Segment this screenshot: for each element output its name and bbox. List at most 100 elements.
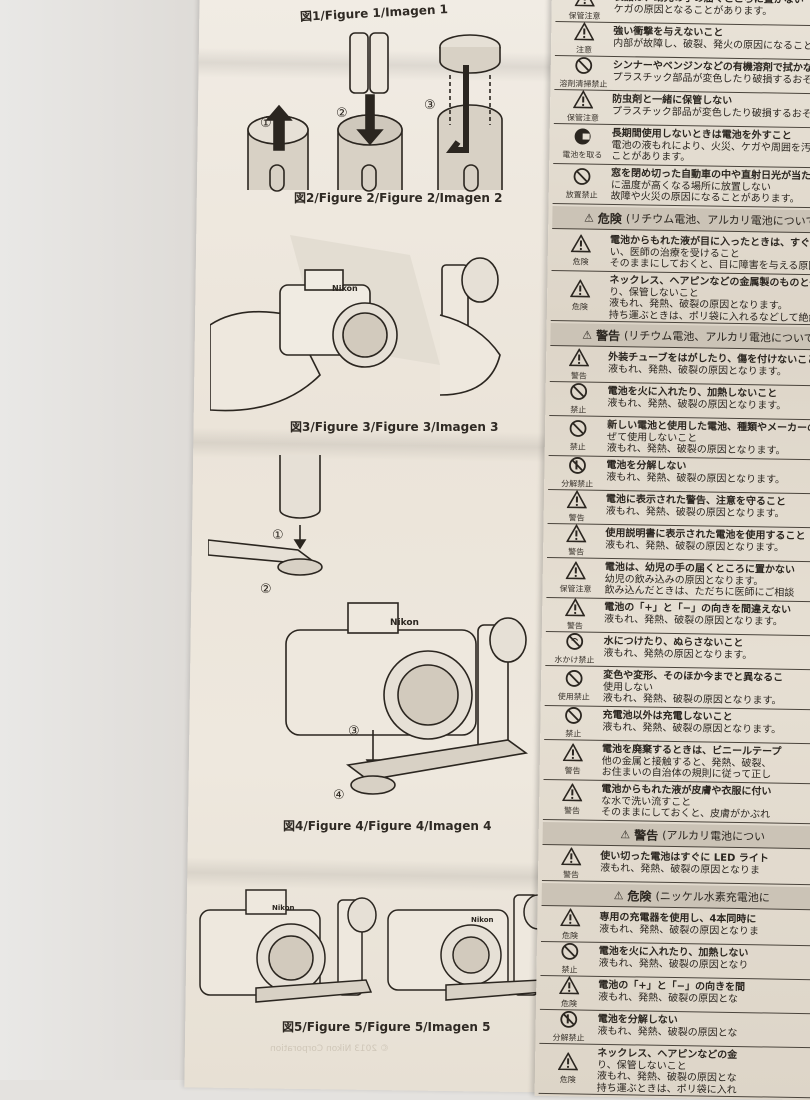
- warning-icon: [568, 347, 590, 370]
- safety-line: 故障や火災の原因になることがあります。: [610, 190, 800, 205]
- safety-item: 警告電池の「+」と「−」の向きを間違えない液もれ、発熱、破裂の原因となります。: [545, 597, 810, 637]
- nikon-logo-text: Nikon: [390, 618, 419, 628]
- safety-text: 充電池以外は充電しないこと液もれ、発熱、破裂の原因となります。: [602, 707, 810, 744]
- step-1-label: ①: [272, 528, 284, 543]
- warning-icon: ⚠: [583, 211, 594, 225]
- safety-text: 電池を火に入れたり、加熱しないこと液もれ、発熱、破裂の原因となります。: [607, 383, 810, 420]
- background-wall: [0, 0, 200, 1080]
- icon-label: 注意: [575, 45, 593, 55]
- safety-item: 使用禁止変色や変形、そのほか今までと異なるこ使用しない液もれ、発熱、破裂の原因と…: [544, 665, 810, 711]
- icon-label: 禁止: [570, 405, 587, 415]
- prohibited-icon: [564, 669, 584, 691]
- safety-text: 電池からもれた液が目に入ったときは、すぐにきれい、医師の治療を受けることそのまま…: [610, 232, 810, 275]
- warning-icon: [561, 782, 583, 805]
- safety-line: 液もれ、発熱、破裂の原因となります。: [607, 363, 787, 378]
- no-water-icon: [565, 632, 585, 654]
- caption-figure-5: 図5/Figure 5/Figure 5/Imagen 5: [282, 1020, 491, 1034]
- icon-label: 禁止: [561, 965, 578, 975]
- section-title: 警告: [595, 328, 621, 343]
- section-header: ⚠警告(アルカリ電池につい: [542, 821, 810, 850]
- section-header: ⚠危険(リチウム電池、アルカリ電池について): [552, 206, 810, 234]
- safety-item: 保管注意製品は、幼児の手の届くところに置かないケガの原因となることがあります。: [555, 0, 810, 27]
- safety-text: 新しい電池と使用した電池、種類やメーカーのぜて使用しないこと液もれ、発熱、破裂の…: [607, 417, 810, 460]
- warning-icon: [560, 846, 582, 869]
- safety-line: 液もれ、発熱、破裂の原因とな: [597, 1025, 738, 1039]
- safety-item: 危険 電池からもれた液が目に入ったときは、すぐにきれい、医師の治療を受けることその…: [551, 231, 810, 276]
- section-note: (アルカリ電池につい: [662, 828, 766, 844]
- safety-text: 製品は、幼児の手の届くところに置かないケガの原因となることがあります。: [613, 0, 810, 26]
- figure-4-bracket-mounting: ① ② Nikon ③ ④: [208, 455, 538, 810]
- safety-text: 電池を廃棄するときは、ビニールテープ他の金属と接触すると、発熱、破裂、お住まいの…: [602, 741, 810, 784]
- safety-line: 液もれ、発熱、破裂の原因となります。: [606, 442, 786, 457]
- safety-text: 電池の「+」と「−」の向きを間液もれ、発熱、破裂の原因とな: [598, 977, 810, 1014]
- safety-icon-block: 保管注意: [554, 89, 613, 124]
- safety-text: シンナーやベンジンなどの有機溶剤で拭かないプラスチック部品が変色したり破損するお…: [612, 57, 810, 94]
- step-3-label: ③: [348, 724, 360, 739]
- no-disassembly-icon: [559, 1010, 579, 1032]
- icon-label: 分解禁止: [552, 1033, 585, 1043]
- section-title: 危険: [597, 211, 622, 226]
- icon-label: 保管注意: [559, 584, 592, 594]
- no-disassembly-icon: [567, 456, 587, 478]
- safety-icon-block: 警告: [550, 347, 609, 382]
- nikon-logo-text: Nikon: [471, 916, 494, 924]
- safety-item: 分解禁止電池を分解しない液もれ、発熱、破裂の原因となります。: [548, 456, 810, 495]
- safety-text: ネックレス、ヘアピンなどの金属製のものと一緒り、保管しないこと液もれ、発熱、破裂…: [609, 272, 810, 325]
- safety-icon-block: 危険: [540, 975, 599, 1010]
- prohibited-icon: [572, 167, 592, 189]
- icon-label: 危険: [562, 931, 579, 941]
- safety-item: 注意 強い衝撃を与えないこと内部が故障し、破裂、発火の原因になることがあります。: [554, 21, 810, 61]
- safety-line: 液もれ、発熱、破裂の原因となり: [598, 957, 749, 971]
- safety-icon-block: 禁止: [549, 416, 608, 456]
- prohibited-icon: [560, 942, 580, 964]
- step-4-label: ④: [333, 788, 345, 803]
- icon-label: 危険: [559, 1075, 576, 1085]
- prohibited-icon: [563, 706, 583, 728]
- safety-precautions-panel: 保管注意製品は、幼児の手の届くところに置かないケガの原因となることがあります。注…: [534, 0, 810, 1100]
- safety-icon-block: 禁止: [544, 706, 603, 740]
- icon-label: 放置禁止: [565, 190, 598, 200]
- safety-item: 分解禁止 電池を分解しない液もれ、発熱、破裂の原因とな: [539, 1009, 810, 1049]
- safety-line: 内部が故障し、破裂、発火の原因になることがあります。: [613, 37, 810, 53]
- safety-icon-block: 使用禁止: [545, 666, 604, 706]
- safety-icon-block: 危険: [552, 231, 611, 271]
- figure-2-battery-insertion: ① ② ③: [238, 25, 518, 195]
- safety-icon-block: 放置禁止: [553, 164, 612, 204]
- figure-5-camera-setups: Nikon Nikon: [196, 880, 556, 1010]
- safety-text: 電池を分解しない液もれ、発熱、破裂の原因とな: [597, 1011, 810, 1048]
- warning-icon: [574, 0, 596, 11]
- warning-icon: [564, 597, 586, 620]
- section-title: 危険: [627, 888, 652, 904]
- safety-line: 液もれ、発熱の原因となります。: [603, 647, 753, 661]
- section-note: (ニッケル水素充電池に: [655, 889, 770, 905]
- safety-icon-block: 保管注意: [555, 0, 614, 22]
- icon-label: 危険: [572, 257, 589, 267]
- safety-item: 警告外装チューブをはがしたり、傷を付けないこと液もれ、発熱、破裂の原因となります…: [549, 347, 810, 387]
- safety-icon-block: 警告: [546, 597, 605, 632]
- safety-icon-block: 溶剤清掃禁止: [554, 56, 613, 90]
- safety-item: 保管注意電池は、幼児の手の届くところに置かない幼児の飲み込みの原因となります。飲…: [546, 557, 810, 603]
- safety-line: 液もれ、発熱、破裂の原因となりま: [599, 923, 760, 937]
- warning-icon: [569, 278, 591, 301]
- step-2-label: ②: [260, 582, 272, 597]
- icon-label: 危険: [571, 302, 589, 312]
- warning-icon: [557, 1051, 579, 1074]
- warning-icon: [562, 742, 584, 765]
- safety-icon-block: 危険: [551, 271, 610, 321]
- safety-item: 警告電池に表示された警告、注意を守ること液もれ、発熱、破裂の原因となります。: [547, 489, 810, 529]
- prohibited-icon: [568, 419, 588, 441]
- safety-text: 強い衝撃を与えないこと内部が故障し、破裂、発火の原因になることがあります。: [613, 23, 810, 60]
- safety-line: 持ち運ぶときは、ポリ袋に入れるなどして絶縁し: [608, 309, 810, 324]
- safety-text: ネックレス、ヘアピンなどの金り、保管しないこと液もれ、発熱、破裂の原因とな持ち運…: [597, 1045, 810, 1098]
- safety-line: そのままにしておくと、目に障害を与える原因とな: [609, 257, 810, 273]
- safety-line: 液もれ、発熱、破裂の原因となります。: [602, 721, 782, 736]
- icon-label: 警告: [563, 806, 581, 816]
- icon-label: 警告: [564, 766, 581, 776]
- safety-item: 禁止電池を火に入れたり、加熱しない液もれ、発熱、破裂の原因となり: [540, 941, 810, 981]
- safety-text: 長期間使用しないときは電池を外すこと電池の液もれにより、火災、ケガや周囲を汚損す…: [611, 125, 810, 168]
- safety-item: 警告 電池を廃棄するときは、ビニールテープ他の金属と接触すると、発熱、破裂、お住ま…: [543, 739, 810, 785]
- icon-label: 警告: [562, 870, 580, 880]
- safety-icon-block: 注意: [555, 21, 614, 56]
- safety-line: 液もれ、発熱、破裂の原因となります。: [602, 692, 782, 707]
- section-header: ⚠警告(リチウム電池、アルカリ電池について): [550, 323, 810, 351]
